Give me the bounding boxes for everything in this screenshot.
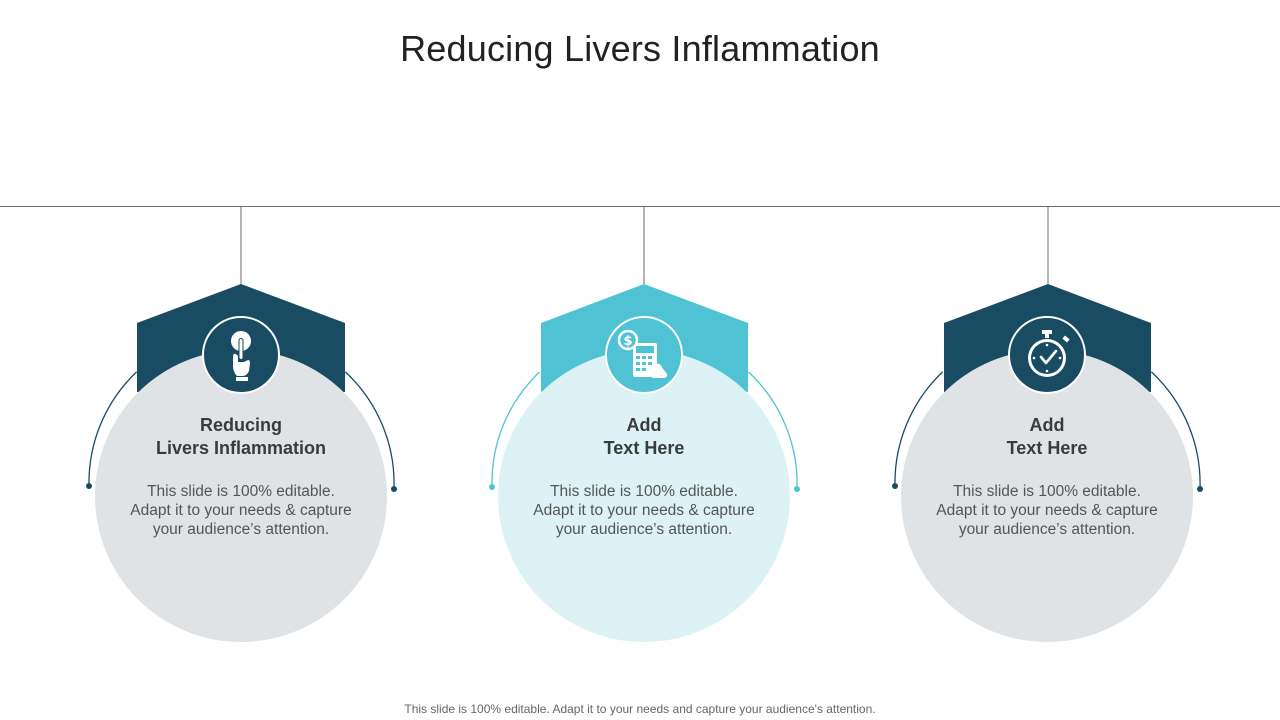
card-heading: Add Text Here [603,415,685,458]
left-arc [491,371,541,488]
right-arc-dot [1197,486,1203,492]
card-body-text: This slide is 100% editable. Adapt it to… [130,483,352,538]
calculator-dollar-icon: $ [605,316,683,394]
horizontal-connector-line [0,206,1280,207]
content-circle [901,350,1193,642]
card-heading: Add Text Here [1006,415,1088,458]
right-arc [1150,371,1201,490]
content-circle [95,350,387,642]
card-add-text-3: Add Text Here This slide is 100% editabl… [887,206,1207,646]
right-arc-dot [794,486,800,492]
left-arc-dot [489,484,495,490]
card-add-text-2: $ Add Text Here This slide is 100% edita… [484,206,804,646]
left-arc [88,371,138,487]
card-heading: Reducing Livers Inflammation [155,415,327,458]
right-arc [747,371,798,490]
page-title: Reducing Livers Inflammation [400,28,880,69]
left-arc [894,371,944,487]
left-arc-dot [86,483,92,489]
right-arc [344,371,395,490]
stopwatch-icon [1008,316,1086,394]
card-body-text: This slide is 100% editable. Adapt it to… [533,483,755,538]
left-arc-dot [892,483,898,489]
hand-pointer-icon [202,316,280,394]
right-arc-dot [391,486,397,492]
card-reducing-livers: Reducing Livers Inflammation This slide … [81,206,401,646]
content-circle [498,350,790,642]
card-body-text: This slide is 100% editable. Adapt it to… [936,483,1158,538]
svg-text:$: $ [623,334,632,349]
footer-note: This slide is 100% editable. Adapt it to… [404,702,876,716]
